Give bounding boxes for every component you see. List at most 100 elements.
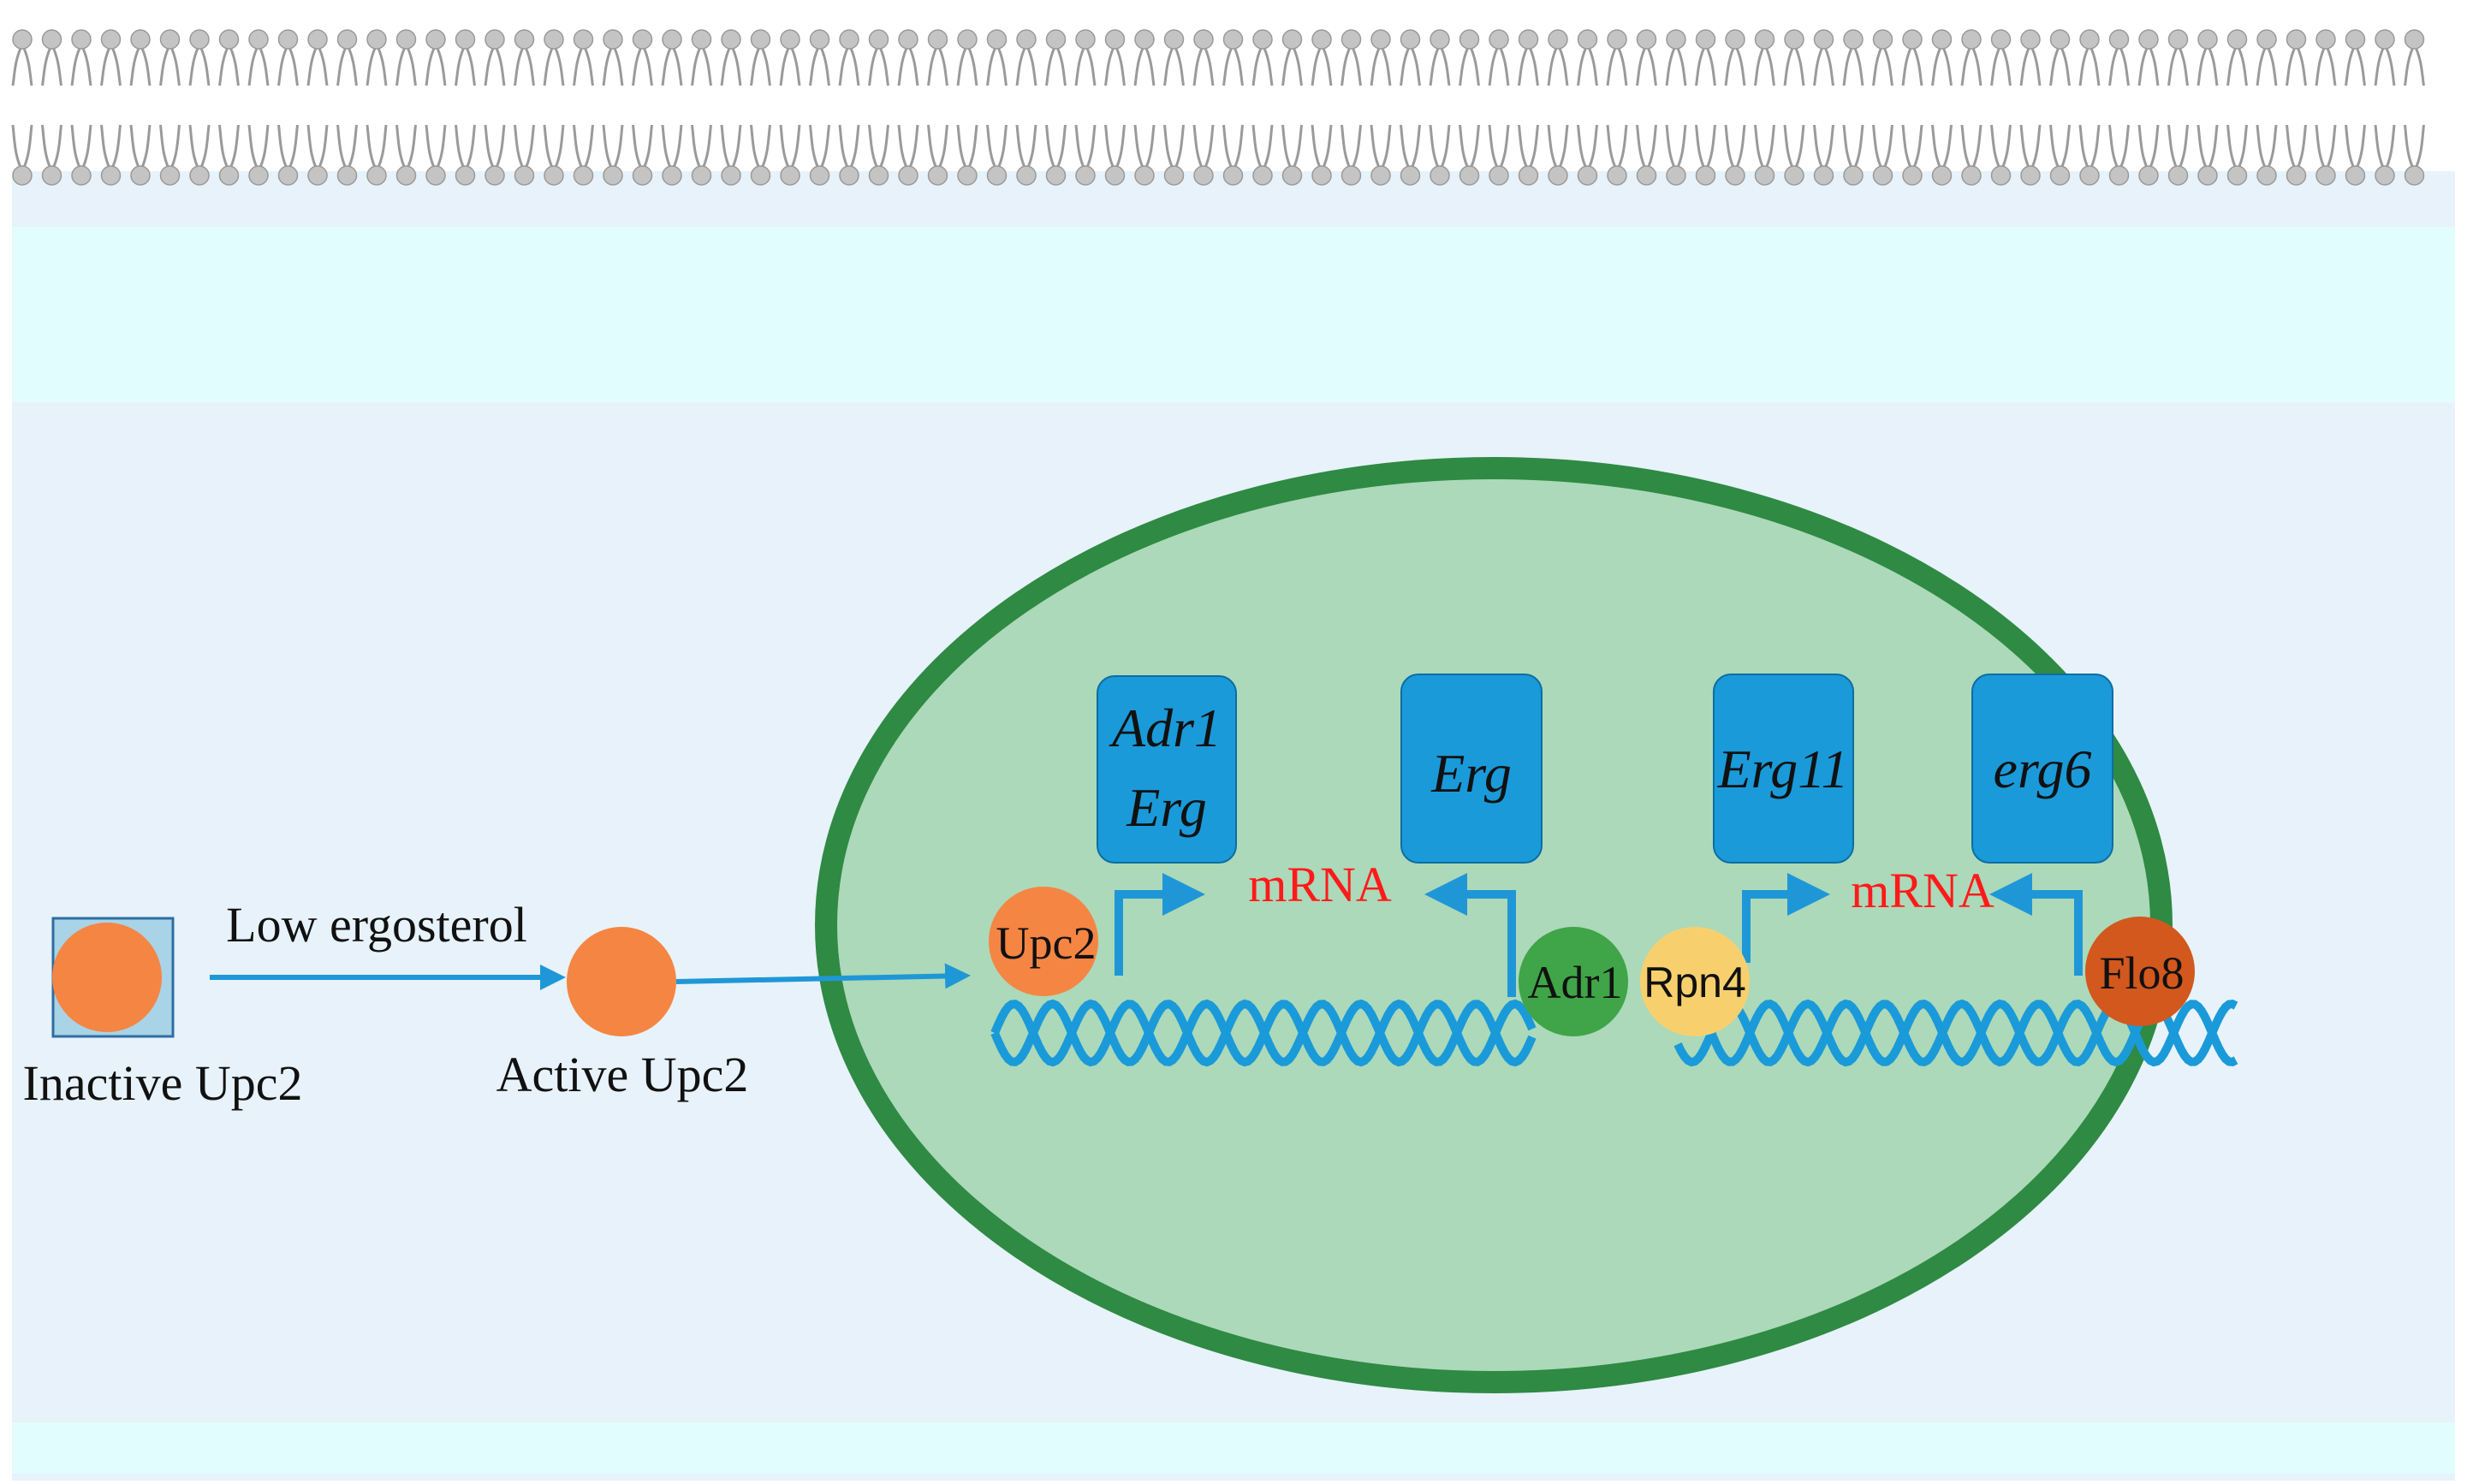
lipid-head (721, 29, 741, 50)
lipid-tail (484, 124, 506, 172)
lipid-head (159, 29, 181, 50)
lipid-head (780, 165, 800, 186)
lipid-head (868, 165, 889, 186)
lipid-head (839, 29, 859, 50)
lipid-tail (1104, 124, 1126, 172)
lipid-head (1813, 165, 1834, 186)
lipid-tail (1251, 44, 1274, 86)
lipid-tail (1370, 44, 1392, 86)
lipid-tail (11, 124, 33, 172)
lipid-tail (1192, 44, 1215, 86)
lipid-head (632, 29, 653, 50)
lipid-tail (2108, 124, 2130, 172)
lipid-head (1813, 29, 1834, 50)
lipid-head (1489, 29, 1509, 50)
lipid-tail (2374, 44, 2396, 86)
lipid-tail (720, 124, 742, 172)
periplasm-band (12, 227, 2455, 402)
gene-label: Erg (1430, 743, 1512, 804)
rpn4-label: Rpn4 (1644, 959, 1746, 1006)
lipid-tail (691, 124, 712, 172)
lipid-head (1577, 29, 1598, 50)
lipid-head (514, 29, 535, 50)
gene-box-erg11: Erg11 (1713, 674, 1854, 864)
lipid-head (2286, 29, 2307, 50)
lipid-tail (2226, 44, 2248, 86)
lipid-tail (1222, 44, 1244, 86)
lipid-head (2315, 29, 2336, 50)
lipid-head (1370, 165, 1391, 186)
lipid-head (189, 29, 210, 50)
active-upc2-circle (567, 927, 676, 1036)
gene-box (1097, 675, 1237, 864)
lipid-head (2404, 165, 2425, 186)
lipid-tail (1754, 44, 1775, 86)
lipid-tail (1192, 124, 1215, 172)
lipid-tail (1636, 44, 1657, 86)
mrna-label-right: mRNA (1851, 863, 1994, 918)
lipid-head (1281, 29, 1303, 50)
dna-strand (1673, 999, 2238, 1067)
lipid-tail (514, 124, 535, 172)
gene-label: Adr1 (1109, 697, 1222, 758)
lipid-tail (1931, 44, 1953, 86)
lipid-tail (1518, 124, 1539, 172)
lipid-tail (1990, 124, 2012, 172)
lipid-head (1341, 165, 1362, 186)
lipid-tail (247, 124, 270, 172)
lipid-head (809, 165, 830, 186)
lipid-tail (1429, 124, 1451, 172)
lipid-head (2197, 29, 2218, 50)
lipid-tail (1400, 124, 1421, 172)
lipid-tail (1547, 124, 1569, 172)
lipid-tail (927, 124, 948, 172)
lipid-tail (809, 124, 830, 172)
lipid-head (1400, 29, 1421, 50)
lipid-head (662, 165, 682, 186)
lipid-head (1163, 29, 1185, 50)
lipid-tail (1577, 124, 1598, 172)
inactive-upc2-label: Inactive Upc2 (23, 1055, 303, 1111)
lipid-tail (1459, 124, 1480, 172)
lipid-tail (720, 44, 742, 86)
lipid-head (1311, 29, 1332, 50)
lipid-head (2226, 29, 2248, 50)
adr1-label: Adr1 (1528, 957, 1623, 1008)
inactive-upc2-circle (52, 923, 162, 1032)
lipid-tail (779, 44, 801, 86)
lipid-head (1430, 165, 1450, 186)
active-upc2-label: Active Upc2 (496, 1047, 749, 1102)
lipid-tail (306, 124, 329, 172)
lipid-tail (1341, 44, 1362, 86)
lipid-tail (897, 124, 919, 172)
lipid-tail (1606, 44, 1628, 86)
lipid-head (927, 165, 948, 186)
lipid-head (395, 165, 417, 186)
lipid-head (2167, 165, 2189, 186)
flo8-label: Flo8 (2099, 947, 2184, 999)
lipid-head (1725, 165, 1745, 186)
lipid-head (1518, 29, 1539, 50)
lipid-tail (1931, 124, 1953, 172)
lipid-head (1193, 165, 1214, 186)
lipid-tail (159, 44, 181, 86)
lipid-tail (2315, 124, 2337, 172)
adr1-factor: Adr1 (1519, 927, 1628, 1036)
lipid-tail (1783, 44, 1805, 86)
lipid-head (100, 165, 122, 186)
lipid-tail (1695, 124, 1716, 172)
lipid-head (839, 165, 859, 186)
lipid-tail (632, 44, 653, 86)
lipid-tail (661, 44, 683, 86)
lipid-head (12, 165, 33, 186)
lipid-head (1990, 29, 2012, 50)
lipid-tail (1901, 124, 1923, 172)
lipid-tail (188, 44, 211, 86)
lipid-tail (543, 124, 565, 172)
lipid-tail (1281, 124, 1303, 172)
lipid-head (130, 165, 151, 186)
transcription-arrow-upc2 (1115, 873, 1205, 976)
lipid-tail (2078, 124, 2101, 172)
lipid-head (1695, 165, 1716, 186)
lipid-tail (602, 44, 624, 86)
